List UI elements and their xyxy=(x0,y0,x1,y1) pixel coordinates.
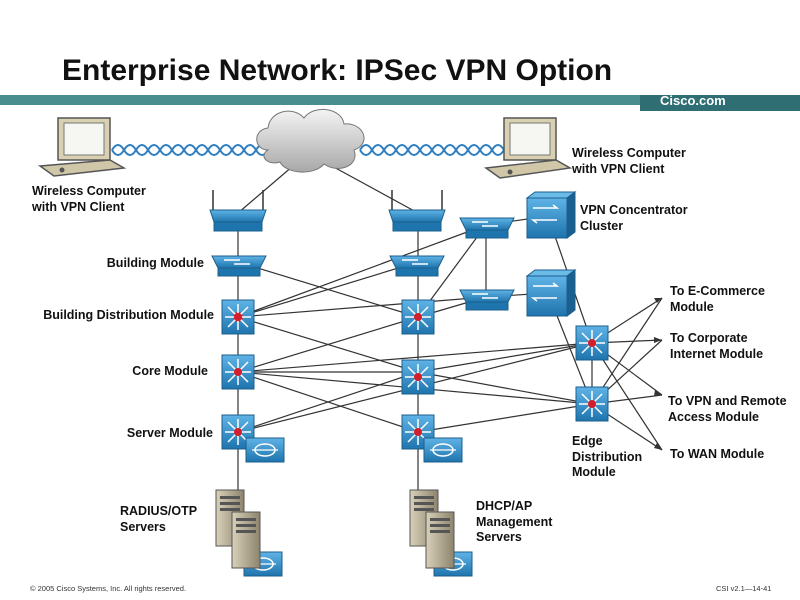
footer-slide-ref: CSI v2.1—14-41 xyxy=(716,584,772,593)
switch-icon xyxy=(459,217,515,239)
multilayer-switch-icon xyxy=(221,299,255,335)
wireless-link-icon xyxy=(111,144,281,156)
footer-copyright: © 2005 Cisco Systems, Inc. All rights re… xyxy=(30,584,187,593)
label-core-module: Core Module xyxy=(132,364,208,378)
brand-label: Cisco.com xyxy=(660,93,726,108)
wireless-link-icon xyxy=(359,144,505,156)
brand-bar xyxy=(640,95,800,111)
multilayer-switch-icon xyxy=(401,299,435,335)
arrow-heads xyxy=(654,298,662,450)
switch-icon xyxy=(211,255,267,277)
access-point-icon xyxy=(388,190,446,232)
ids-icon xyxy=(245,437,285,463)
page-title: Enterprise Network: IPSec VPN Option xyxy=(62,54,613,87)
vpn-concentrator-icon xyxy=(525,191,577,239)
title-bar-teal xyxy=(0,95,640,105)
multilayer-switch-icon xyxy=(575,386,609,422)
server-icon xyxy=(231,511,261,569)
laptop-icon xyxy=(483,117,573,179)
server-icon xyxy=(425,511,455,569)
ids-icon xyxy=(423,437,463,463)
label-to-wan: To WAN Module xyxy=(670,447,765,461)
cloud-icon xyxy=(256,109,365,173)
label-building-distribution: Building Distribution Module xyxy=(43,308,214,322)
multilayer-switch-icon xyxy=(221,354,255,390)
multilayer-switch-icon xyxy=(401,359,435,395)
title-bar xyxy=(0,95,800,111)
switch-icon xyxy=(389,255,445,277)
switch-icon xyxy=(459,289,515,311)
laptop-icon xyxy=(37,117,127,177)
label-building-module: Building Module xyxy=(106,256,204,270)
access-point-icon xyxy=(209,190,267,232)
vpn-concentrator-icon xyxy=(525,269,577,317)
multilayer-switch-icon xyxy=(575,325,609,361)
label-server-module: Server Module xyxy=(126,426,213,440)
